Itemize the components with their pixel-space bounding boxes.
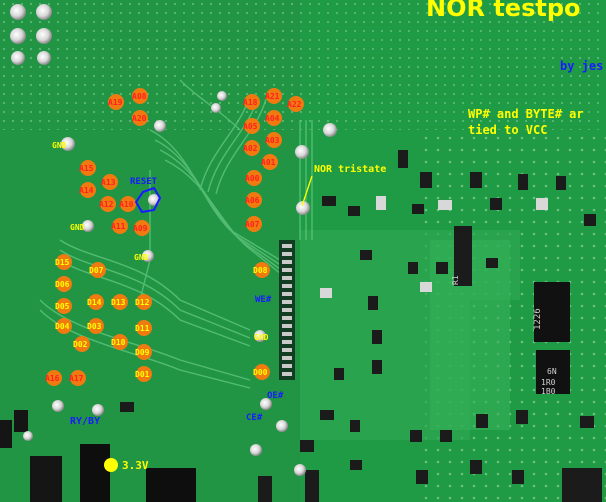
rybv-label: RY/BY — [70, 416, 100, 427]
pad-a13: A13 — [101, 178, 116, 187]
reset-label: RESET — [130, 177, 158, 187]
pad-a09: A09 — [133, 224, 148, 233]
reset-highlight — [134, 186, 162, 214]
pad-d15: D15 — [55, 258, 70, 267]
note-line-1: WP# and BYTE# ar — [468, 107, 584, 121]
pad-a22: A22 — [287, 100, 302, 109]
chip-marking-1226: 1226 — [533, 308, 543, 330]
power-testpoint-dot — [104, 458, 118, 472]
pad-a07: A07 — [245, 220, 260, 229]
pad-gnd-4: GND — [254, 333, 269, 342]
pad-a15: A15 — [79, 164, 94, 173]
pad-a08: A08 — [132, 92, 147, 101]
pad-we: WE# — [255, 295, 272, 305]
mounting-holes — [10, 4, 52, 65]
testpoint-pads — [46, 88, 304, 386]
vias — [23, 91, 337, 476]
pad-gnd-1: GND — [52, 141, 67, 150]
smd-components — [0, 150, 602, 502]
pad-a14: A14 — [79, 186, 94, 195]
pad-d13: D13 — [111, 298, 126, 307]
pad-a11: A11 — [111, 222, 126, 231]
pad-gnd-2: GND — [70, 223, 85, 232]
pad-d05: D05 — [55, 302, 70, 311]
pad-a18: A18 — [243, 98, 258, 107]
page-title: NOR testpo — [426, 0, 581, 22]
pad-d01: D01 — [135, 370, 150, 379]
chip-marking-1b0: 1B0 — [541, 387, 556, 396]
author-credit: by jes — [560, 59, 603, 73]
pad-a02: A02 — [243, 144, 258, 153]
pad-d09: D09 — [135, 348, 150, 357]
pad-a05: A05 — [243, 122, 258, 131]
pad-d06: D06 — [55, 280, 70, 289]
chip-marking-6n: 6N — [547, 367, 557, 376]
note-line-2: tied to VCC — [468, 123, 547, 137]
pad-d07: D07 — [89, 266, 104, 275]
pad-d00: D00 — [253, 368, 268, 377]
pad-d02: D02 — [73, 340, 88, 349]
nor-tristate-label: NOR tristate — [314, 163, 386, 175]
pad-d08: D08 — [253, 266, 268, 275]
pad-d10: D10 — [111, 338, 126, 347]
pad-a01: A01 — [261, 158, 276, 167]
pad-gnd-3: GND — [134, 253, 149, 262]
pad-a21: A21 — [265, 92, 280, 101]
pad-d11: D11 — [135, 324, 150, 333]
nor-tristate-pointer — [301, 175, 313, 207]
power-label: 3.3V — [122, 459, 149, 472]
chip-marking-1r0: 1R0 — [541, 378, 556, 387]
pad-a19: A19 — [108, 98, 123, 107]
chip-marking-r1: R1 — [451, 275, 460, 285]
pad-a17: A17 — [69, 374, 84, 383]
pad-a12: A12 — [99, 200, 114, 209]
control-pad-labels: WE# OE# CE# — [246, 295, 284, 423]
pad-a16: A16 — [45, 374, 60, 383]
pad-a03: A03 — [265, 136, 280, 145]
pad-d12: D12 — [135, 298, 150, 307]
pad-a04: A04 — [265, 114, 280, 123]
pad-oe: OE# — [267, 391, 284, 401]
pad-ce: CE# — [246, 413, 263, 423]
pad-a10: A10 — [119, 200, 134, 209]
board-dot-field-top — [0, 0, 606, 130]
data-pad-labels: D15 D07 D06 D05 D14 D13 D12 D04 D03 D11 … — [52, 141, 269, 379]
pad-d04: D04 — [55, 322, 70, 331]
pad-d14: D14 — [87, 298, 102, 307]
pad-a06: A06 — [245, 196, 260, 205]
pin-header-pins — [282, 244, 292, 376]
pad-d03: D03 — [87, 322, 102, 331]
pad-labels: A08 A19 A20 A18 A21 A22 A05 A04 A03 A02 … — [45, 92, 302, 383]
pad-a20: A20 — [132, 114, 147, 123]
pad-a00: A00 — [245, 174, 260, 183]
